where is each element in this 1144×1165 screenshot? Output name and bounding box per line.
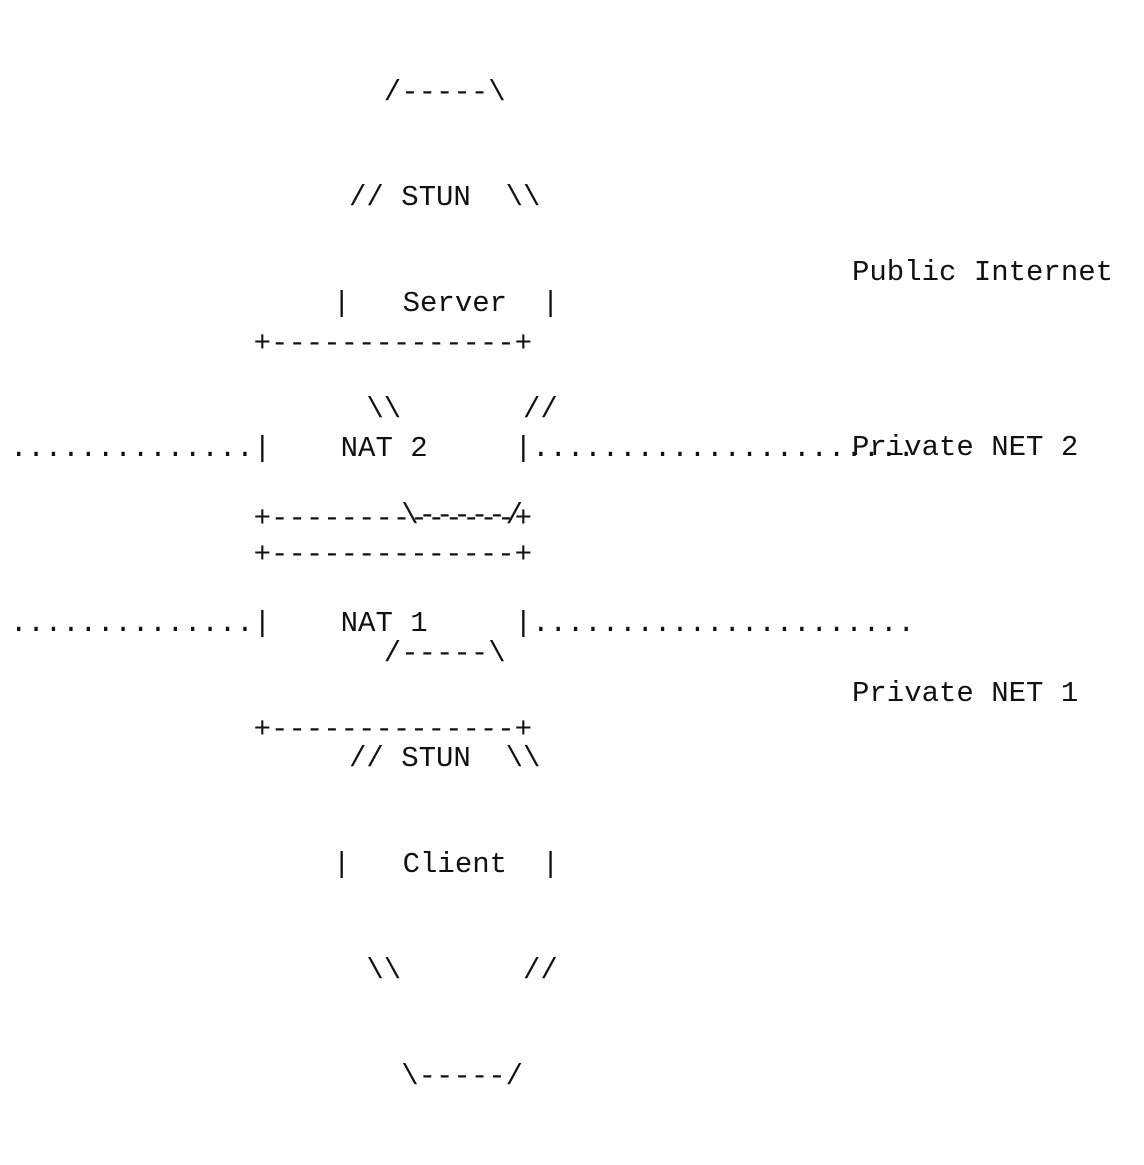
nat-2-bottom-border: +--------------+	[10, 538, 533, 572]
stun-server-line-4: \\ //	[349, 393, 558, 427]
private-net-2-label: Private NET 2	[852, 431, 1079, 464]
stun-client-line-2: // STUN \\	[349, 742, 541, 776]
nat-2-top-border: +--------------+	[10, 326, 533, 360]
stun-server-node: /-----\ // STUN \\ | Server | \\ // \---…	[333, 4, 559, 604]
stun-client-line-4: \\ //	[349, 954, 558, 988]
nat-1-top-border: +--------------+	[10, 501, 533, 535]
stun-client-node: /-----\ // STUN \\ | Client | \\ // \---…	[333, 565, 559, 1165]
nat-1-bottom-border: +--------------+	[10, 713, 533, 747]
stun-server-line-1: /-----\	[349, 75, 506, 109]
public-internet-label: Public Internet	[852, 256, 1114, 289]
stun-nat-topology-diagram: /-----\ // STUN \\ | Server | \\ // \---…	[10, 4, 1114, 1094]
nat-2-middle-line: ..............| NAT 2 |.................…	[10, 432, 915, 466]
stun-client-line-5: \-----/	[349, 1060, 524, 1094]
nat-2-box: +--------------+ ..............| NAT 2 |…	[10, 255, 915, 643]
stun-client-line-1: /-----\	[349, 636, 506, 670]
stun-server-line-2: // STUN \\	[349, 181, 541, 215]
stun-server-line-5: \-----/	[349, 499, 524, 533]
private-net-1-label: Private NET 1	[852, 677, 1079, 710]
stun-client-line-3: | Client |	[333, 848, 560, 882]
stun-server-line-3: | Server |	[333, 287, 560, 321]
nat-1-box: +--------------+ ..............| NAT 1 |…	[10, 430, 915, 818]
nat-1-middle-line: ..............| NAT 1 |.................…	[10, 607, 915, 641]
